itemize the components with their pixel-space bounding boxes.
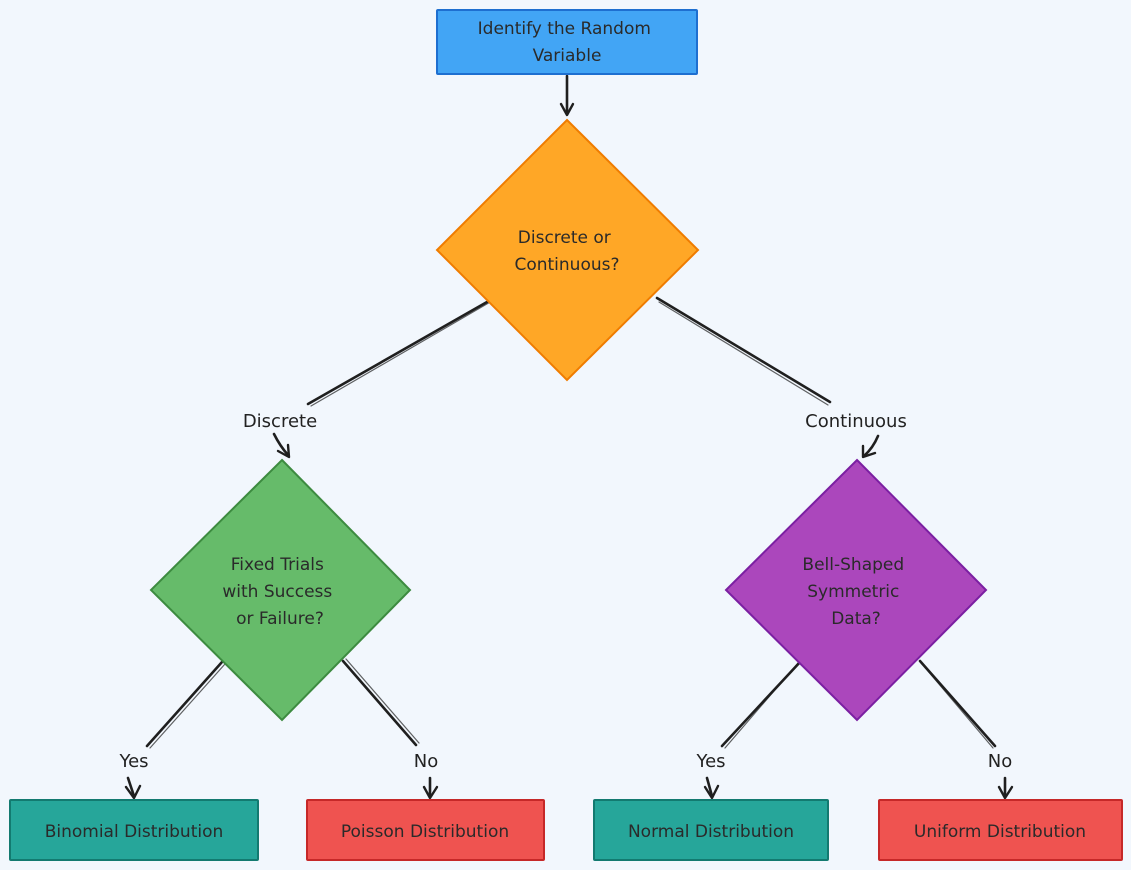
edge-label-continuous: Continuous	[805, 411, 907, 432]
edge-discrete	[306, 296, 496, 407]
edge-label-fixed-yes: Yes	[118, 751, 148, 772]
edge-label-discrete: Discrete	[243, 411, 317, 432]
edge-continuous-arrow	[861, 434, 880, 459]
edge-fixed-no	[341, 658, 439, 800]
node-decision-line-1: Discrete or	[518, 228, 611, 248]
edge-bell-no	[918, 659, 1014, 800]
node-fixed-trials-line-1: Fixed Trials	[231, 555, 324, 575]
node-discrete-or-continuous-diamond	[435, 118, 700, 382]
edge-label-bell-no: No	[988, 751, 1012, 772]
node-decision-line-2: Continuous?	[514, 255, 619, 275]
edge-fixed-yes	[124, 660, 226, 800]
node-uniform-box	[878, 799, 1123, 861]
node-identify-box	[436, 9, 698, 75]
node-fixed-trials-line-2: with Success	[222, 582, 332, 602]
node-bell-shaped-line-2: Symmetric	[807, 582, 899, 602]
svg-text:Discrete or Continuous?: Discrete or Continuous?	[514, 228, 619, 275]
node-binomial-box	[9, 799, 259, 861]
node-identify: Identify the Random Variable	[436, 9, 698, 75]
node-bell-shaped-diamond	[724, 458, 988, 722]
node-poisson: Poisson Distribution	[306, 799, 545, 861]
node-bell-shaped: Bell-Shaped Symmetric Data?	[724, 458, 988, 722]
edge-label-bell-yes: Yes	[695, 751, 725, 772]
node-poisson-box	[306, 799, 545, 861]
svg-text:Fixed Trials with Succes: Fixed Trials with Success or Failure?	[222, 555, 337, 629]
node-binomial: Binomial Distribution	[9, 799, 259, 861]
node-normal-box	[593, 799, 829, 861]
edge-label-fixed-no: No	[414, 751, 438, 772]
node-identify-line-2: Variable	[533, 46, 602, 66]
node-normal: Normal Distribution	[593, 799, 829, 861]
node-poisson-label: Poisson Distribution	[341, 822, 509, 842]
node-fixed-trials-diamond	[149, 458, 412, 722]
edge-identify-to-decision	[559, 74, 575, 117]
node-bell-shaped-line-1: Bell-Shaped	[802, 555, 904, 575]
node-uniform-label: Uniform Distribution	[914, 822, 1086, 842]
node-discrete-or-continuous: Discrete or Continuous?	[435, 118, 700, 382]
edge-continuous	[655, 296, 832, 406]
node-normal-label: Normal Distribution	[628, 822, 794, 842]
svg-text:Bell-Shaped Symmetric: Bell-Shaped Symmetric Data?	[802, 555, 909, 629]
node-fixed-trials: Fixed Trials with Success or Failure?	[149, 458, 412, 722]
node-fixed-trials-line-3: or Failure?	[236, 609, 324, 629]
node-identify-line-1: Identify the Random	[478, 19, 651, 39]
node-binomial-label: Binomial Distribution	[45, 822, 224, 842]
edge-discrete-arrow	[272, 432, 291, 459]
node-bell-shaped-line-3: Data?	[831, 609, 881, 629]
svg-text:Identify the Random Vari: Identify the Random Variable	[478, 19, 657, 66]
edge-bell-yes	[703, 659, 803, 800]
node-uniform: Uniform Distribution	[878, 799, 1123, 861]
